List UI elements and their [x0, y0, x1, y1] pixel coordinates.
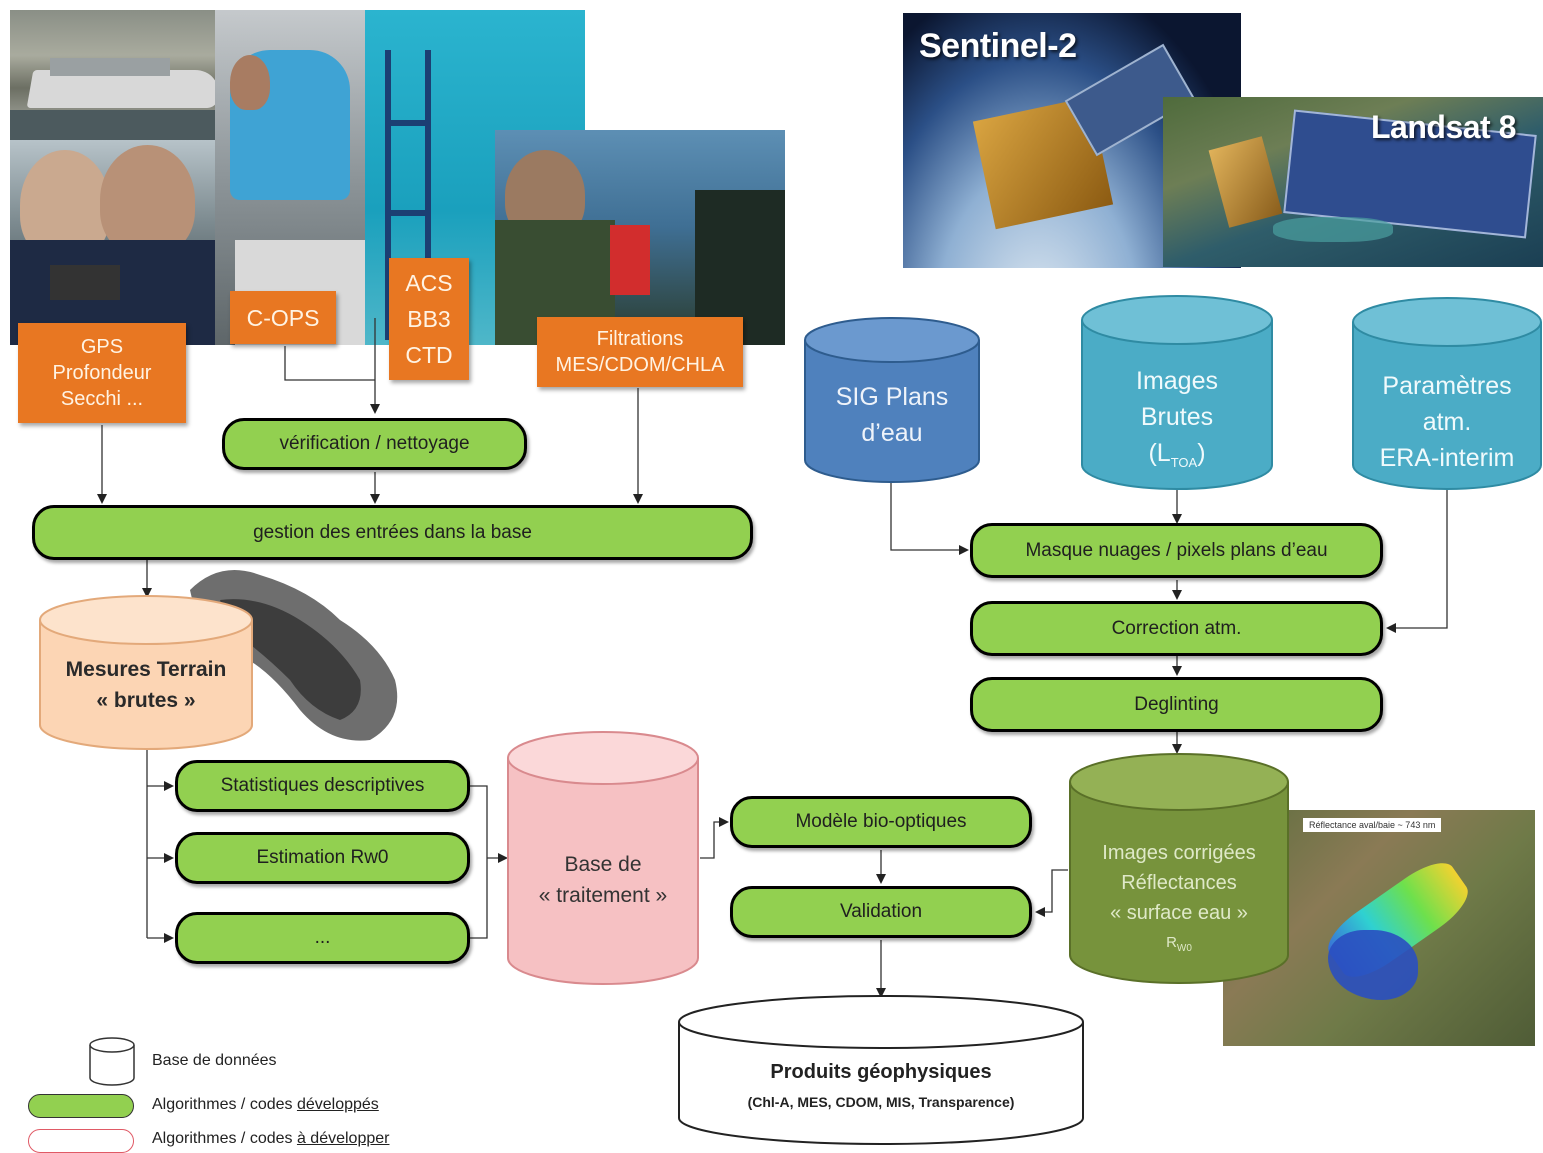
- filtrations-params-label: MES/CDOM/CHLA: [555, 354, 725, 376]
- produits-title: Produits géophysiques: [770, 1061, 992, 1083]
- estimation-box: Estimation Rw0: [175, 832, 470, 884]
- ellipsis-label: ...: [314, 927, 331, 948]
- arrow-boxes-bracket: [470, 785, 488, 939]
- images-brutes-symbol: (LTOA): [1148, 439, 1206, 470]
- acs-label: ACS: [405, 270, 453, 296]
- verification-label: vérification / nettoyage: [279, 433, 470, 454]
- masque-label: Masque nuages / pixels plans d’eau: [1025, 539, 1328, 561]
- rw0-letter: R: [1166, 934, 1177, 951]
- cops-box: C-OPS: [230, 291, 336, 344]
- rw0-symbol: RW0: [1166, 928, 1192, 964]
- depth-label: Profondeur: [52, 362, 152, 384]
- arrow-cops: [284, 346, 375, 381]
- arrow-parametres-to-correction: [1386, 490, 1448, 633]
- base-traitement-line1: Base de: [564, 853, 642, 876]
- images-brutes-label: Images Brutes (LTOA): [1082, 362, 1272, 482]
- legend-developed-prefix: Algorithmes / codes: [152, 1096, 297, 1113]
- images-corrigees-database: [1069, 753, 1289, 984]
- ctd-label: CTD: [405, 342, 453, 368]
- legend-todo-word: à développer: [296, 1130, 390, 1147]
- rw0-subscript: W0: [1176, 943, 1192, 954]
- legend-todo-prefix: Algorithmes / codes: [152, 1130, 297, 1147]
- validation-label: Validation: [839, 901, 923, 922]
- verification-box: vérification / nettoyage: [222, 418, 527, 470]
- legend-todo-swatch: [28, 1129, 134, 1153]
- mesures-line1: Mesures Terrain: [65, 658, 227, 681]
- sig-database: [804, 317, 980, 483]
- deglinting-label: Deglinting: [1134, 693, 1219, 715]
- images-corrigees-line1: Images corrigées: [1102, 842, 1256, 864]
- mesures-line2: « brutes »: [96, 689, 196, 712]
- produits-database: [678, 995, 1084, 1145]
- ltoa-subscript: TOA: [1170, 455, 1198, 470]
- ltoa-symbol: L: [1156, 439, 1171, 467]
- legend-database-label: Base de données: [152, 1052, 277, 1069]
- boat-photo: [10, 10, 230, 140]
- parametres-line3: ERA-interim: [1379, 444, 1515, 472]
- arrow-corrigees-to-validation: [1035, 869, 1068, 917]
- images-corrigees-line2: Réflectances: [1121, 872, 1237, 894]
- sig-line1: SIG Plans: [835, 383, 949, 411]
- ellipsis-box: ...: [175, 912, 470, 964]
- gestion-box: gestion des entrées dans la base: [32, 505, 753, 560]
- filtrations-label: Filtrations: [596, 328, 684, 350]
- sig-line2: d’eau: [861, 419, 923, 447]
- estimation-label: Estimation Rw0: [256, 847, 389, 868]
- map-inset-caption: Réflectance aval/baie ~ 743 nm: [1303, 818, 1442, 832]
- deglinting-box: Deglinting: [970, 677, 1383, 732]
- cops-label: C-OPS: [246, 304, 320, 331]
- images-brutes-line1: Images: [1136, 367, 1218, 395]
- parametres-line1: Paramètres: [1382, 372, 1512, 400]
- statistiques-box: Statistiques descriptives: [175, 760, 470, 812]
- gps-depth-secchi-box: GPS Profondeur Secchi ...: [18, 323, 186, 423]
- base-traitement-line2: « traitement »: [538, 884, 668, 907]
- base-traitement-database: [507, 731, 699, 985]
- images-brutes-line2: Brutes: [1140, 403, 1214, 431]
- modele-label: Modèle bio-optiques: [795, 811, 967, 832]
- parametres-line2: atm.: [1422, 408, 1472, 436]
- images-brutes-database: [1081, 295, 1273, 490]
- parametres-label: Paramètres atm. ERA-interim: [1353, 362, 1541, 482]
- gps-label: GPS: [80, 336, 124, 358]
- legend-database-icon: [89, 1037, 135, 1086]
- arrow-sig-to-masque: [890, 480, 969, 555]
- statistiques-label: Statistiques descriptives: [220, 775, 425, 796]
- bb3-label: BB3: [407, 306, 451, 332]
- masque-box: Masque nuages / pixels plans d’eau: [970, 523, 1383, 578]
- modele-box: Modèle bio-optiques: [730, 796, 1032, 848]
- acs-bb3-ctd-box: ACS BB3 CTD: [389, 258, 469, 380]
- produits-subtitle: (Chl-A, MES, CDOM, MIS, Transparence): [747, 1094, 1015, 1110]
- mesures-terrain-label: Mesures Terrain « brutes »: [40, 650, 252, 720]
- mesures-terrain-database: [39, 595, 253, 750]
- arrow-traitement-to-modele: [700, 817, 729, 859]
- legend-developed-label: Algorithmes / codes développés: [152, 1096, 379, 1114]
- correction-label: Correction atm.: [1111, 617, 1242, 639]
- landsat-8-image: Landsat 8: [1163, 97, 1543, 267]
- images-corrigees-line3: « surface eau »: [1110, 902, 1248, 924]
- base-traitement-label: Base de « traitement »: [508, 845, 698, 915]
- legend-developed-word: développés: [296, 1096, 379, 1113]
- legend-todo-label: Algorithmes / codes à développer: [152, 1130, 389, 1148]
- secchi-label: Secchi ...: [60, 388, 144, 410]
- parametres-database: [1352, 297, 1542, 490]
- correction-box: Correction atm.: [970, 601, 1383, 656]
- landsat-8-title: Landsat 8: [1371, 109, 1516, 145]
- gestion-label: gestion des entrées dans la base: [253, 521, 532, 543]
- legend-developed-swatch: [28, 1094, 134, 1118]
- filtrations-box: Filtrations MES/CDOM/CHLA: [537, 317, 743, 387]
- validation-box: Validation: [730, 886, 1032, 938]
- produits-label: Produits géophysiques (Chl-A, MES, CDOM,…: [679, 1052, 1083, 1122]
- sentinel-2-title: Sentinel-2: [919, 27, 1077, 65]
- sig-label: SIG Plans d’eau: [805, 370, 979, 460]
- images-corrigees-label: Images corrigées Réflectances « surface …: [1070, 836, 1288, 966]
